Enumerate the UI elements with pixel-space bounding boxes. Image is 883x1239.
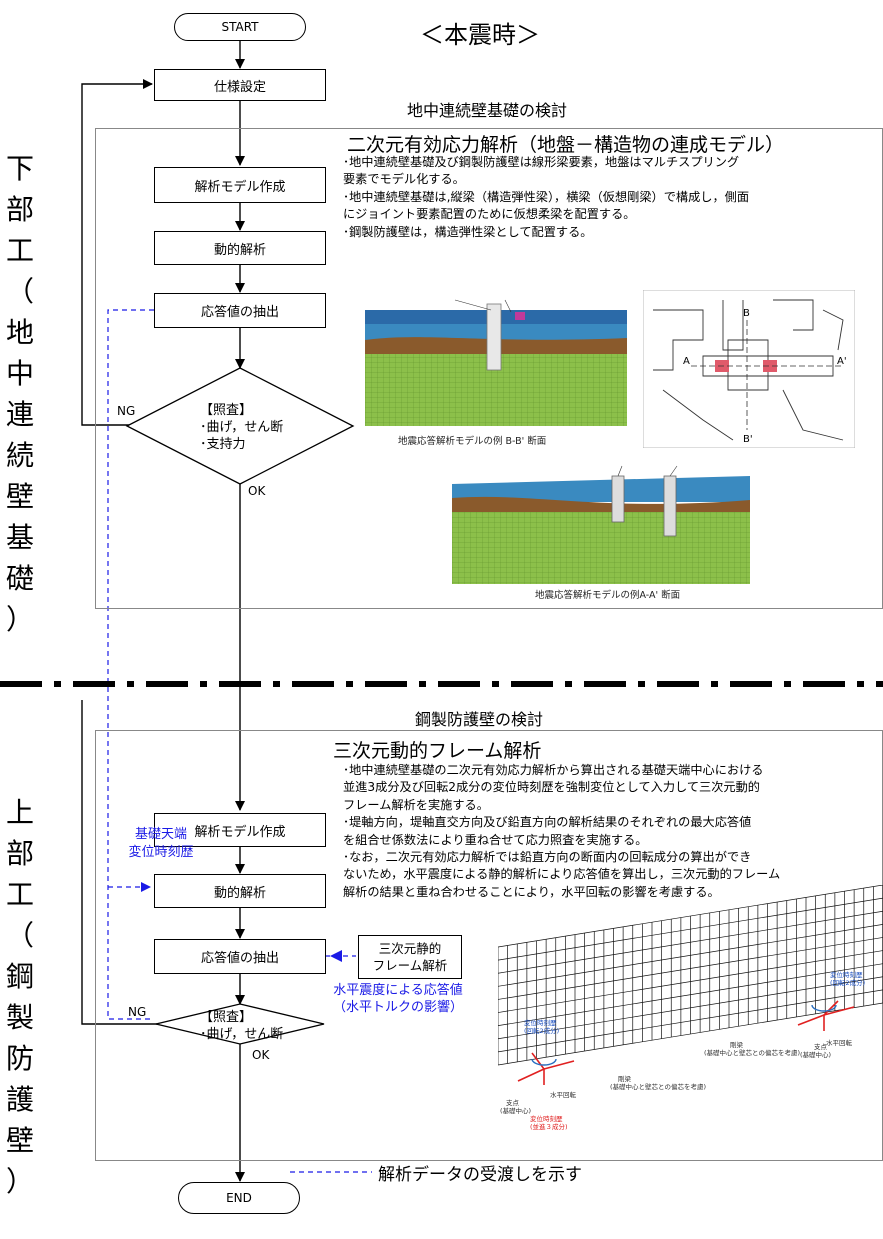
frame-beam-line <box>498 950 883 1013</box>
legend-dashed-line-label: 解析データの受渡しを示す <box>378 1165 582 1185</box>
right-disp-label-2: (回転2成分) <box>830 978 865 987</box>
left-disp-label-2: (回転2成分) <box>524 1026 559 1035</box>
ok-label-1: OK <box>248 484 266 498</box>
support-right-1: 支点 <box>814 1042 828 1051</box>
bottom-disp-2: (並進３成分) <box>530 1122 568 1131</box>
plan-label-b: B <box>743 308 750 319</box>
page-title: ＜本震時＞ <box>420 21 540 49</box>
frame-beam-line <box>498 989 883 1053</box>
extract-response-box-1[interactable]: 応答値の抽出 <box>154 293 326 328</box>
frame-beam-line <box>498 885 883 948</box>
check-2-text: 【照査】･曲げ，せん断 <box>200 1010 284 1042</box>
rigid-left-1: 剛梁 <box>618 1074 632 1083</box>
rigid-mid-2: (基礎中心と壁芯との偏芯を考慮) <box>704 1048 800 1057</box>
aa-section-model-figure <box>452 465 750 584</box>
section2-description: ･地中連続壁基礎の二次元有効応力解析から算出される基礎天端中心における並進3成分… <box>343 763 781 899</box>
bottom-disp-1: 変位時刻歴 <box>530 1114 563 1123</box>
ok-label-2: OK <box>252 1048 270 1062</box>
support-right-2: (基礎中心) <box>800 1050 831 1059</box>
frame-beam-line <box>498 963 883 1027</box>
support-left-2: (基礎中心) <box>500 1106 531 1115</box>
bb-section-model-figure <box>365 299 627 426</box>
right-disp-label-1: 変位時刻歴 <box>830 970 863 979</box>
ng-label-2: NG <box>128 1005 147 1019</box>
model-build-box-1[interactable]: 解析モデル作成 <box>154 167 326 203</box>
plan-label-a: A <box>683 356 690 367</box>
bb-section-caption: 地震応答解析モデルの例 B-B' 断面 <box>398 436 547 447</box>
plan-view-figure: A A' B B' <box>643 290 855 448</box>
frame-beam-line <box>498 897 883 961</box>
rotation-right: 水平回転 <box>826 1038 853 1047</box>
spec-setting-box[interactable]: 仕様設定 <box>154 69 326 101</box>
static-3d-frame-box[interactable]: 三次元静的フレーム解析 <box>358 935 462 979</box>
section2-title: 三次元動的フレーム解析 <box>333 740 542 762</box>
section1-title: 二次元有効応力解析（地盤－構造物の連成モデル） <box>347 134 785 156</box>
plan-label-a-prime: A' <box>837 356 847 367</box>
extract-response-box-2[interactable]: 応答値の抽出 <box>154 939 326 974</box>
start-terminal[interactable]: START <box>174 13 306 41</box>
top-displacement-note: 基礎天端変位時刻歴 <box>128 827 194 860</box>
check-1-text: 【照査】･曲げ，せん断･支持力 <box>200 403 284 452</box>
horizontal-response-note: 水平震度による応答値（水平トルクの影響） <box>332 983 463 1015</box>
rigid-mid-1: 剛梁 <box>730 1040 744 1049</box>
lower-structure-label: 下部工（地中連続壁基礎） <box>5 152 34 636</box>
section1-header: 地中連続壁基礎の検討 <box>407 101 568 120</box>
model-build-box-2[interactable]: 解析モデル作成 <box>154 813 326 847</box>
upper-structure-label: 上部工（鋼製防護壁） <box>5 796 34 1198</box>
section1-description: ･地中連続壁基礎及び鋼製防護壁は線形梁要素，地盤はマルチスプリング要素でモデル化… <box>343 155 750 239</box>
rigid-left-2: (基礎中心と壁芯との偏芯を考慮) <box>610 1082 706 1091</box>
frame-beam-line <box>498 937 883 1000</box>
support-left-1: 支点 <box>506 1098 520 1107</box>
frame-beam-line <box>498 923 883 987</box>
frame-beam-line <box>498 976 883 1040</box>
end-terminal[interactable]: END <box>178 1182 300 1214</box>
3d-frame-model-figure: 変位時刻歴 (回転2成分) 変位時刻歴 (回転2成分) 支点 (基礎中心) 水平… <box>498 885 883 1131</box>
rotation-left: 水平回転 <box>550 1090 577 1099</box>
frame-beam-line <box>498 910 883 974</box>
left-disp-label-1: 変位時刻歴 <box>524 1018 557 1027</box>
aa-section-caption: 地震応答解析モデルの例A-A' 断面 <box>535 590 681 601</box>
frame-beam-line <box>498 1002 883 1066</box>
plan-label-b-prime: B' <box>743 434 753 445</box>
dynamic-analysis-box-1[interactable]: 動的解析 <box>154 231 326 265</box>
section2-header: 鋼製防護壁の検討 <box>415 710 544 729</box>
ng-label-1: NG <box>117 404 136 418</box>
dynamic-analysis-box-2[interactable]: 動的解析 <box>154 874 326 908</box>
